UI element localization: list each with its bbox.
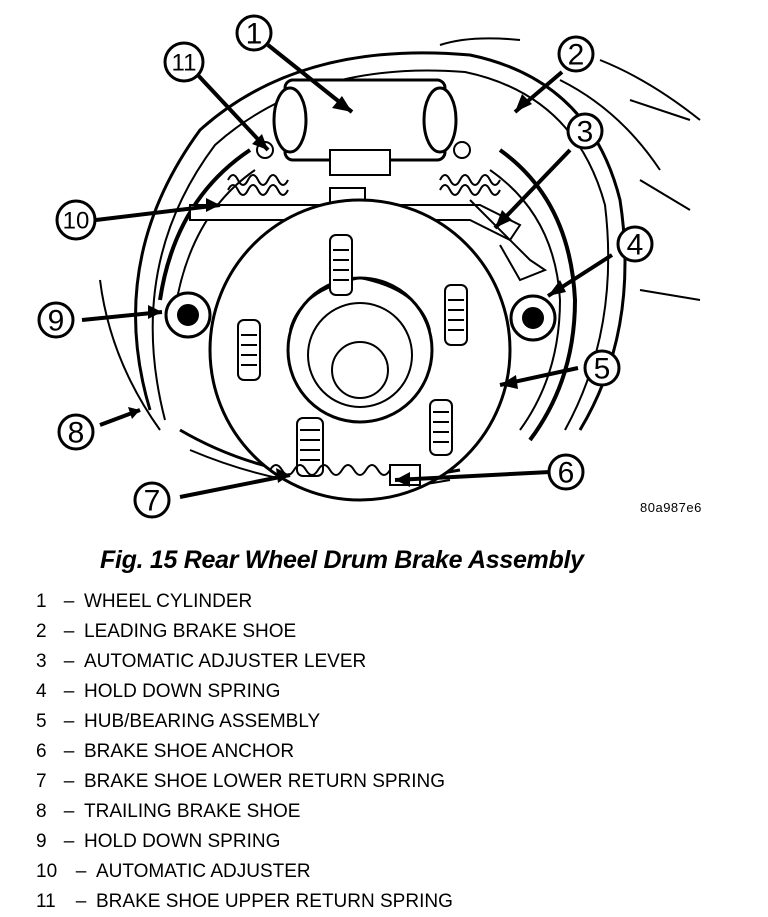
legend-number: 8 xyxy=(36,801,47,822)
legend-item: 7–BRAKE SHOE LOWER RETURN SPRING xyxy=(36,767,453,797)
legend-separator: – xyxy=(75,891,87,912)
legend-item: 3–AUTOMATIC ADJUSTER LEVER xyxy=(36,647,453,677)
legend-number: 3 xyxy=(36,651,47,672)
figure-caption: Fig. 15 Rear Wheel Drum Brake Assembly xyxy=(100,546,584,574)
legend-text: BRAKE SHOE LOWER RETURN SPRING xyxy=(84,771,446,792)
legend-separator: – xyxy=(63,591,75,612)
figure-code: 80a987e6 xyxy=(640,500,702,515)
legend-text: HOLD DOWN SPRING xyxy=(84,831,281,852)
callout-labels: 1 2 3 4 5 6 7 8 9 10 11 xyxy=(48,18,644,518)
legend-text: HUB/BEARING ASSEMBLY xyxy=(84,711,321,732)
legend-text: LEADING BRAKE SHOE xyxy=(84,621,297,642)
callout-circles xyxy=(37,14,654,519)
callout-9: 9 xyxy=(48,305,65,338)
callout-4: 4 xyxy=(627,229,644,262)
legend-number: 2 xyxy=(36,621,47,642)
legend-separator: – xyxy=(63,651,75,672)
legend-item: 6–BRAKE SHOE ANCHOR xyxy=(36,737,453,767)
callout-3: 3 xyxy=(577,116,594,149)
legend-separator: – xyxy=(63,771,75,792)
legend-item: 2–LEADING BRAKE SHOE xyxy=(36,617,453,647)
arrow-heads xyxy=(128,94,566,487)
legend-item: 4–HOLD DOWN SPRING xyxy=(36,677,453,707)
legend-item: 10–AUTOMATIC ADJUSTER xyxy=(36,857,453,887)
legend-item: 9–HOLD DOWN SPRING xyxy=(36,827,453,857)
legend-text: AUTOMATIC ADJUSTER xyxy=(96,861,311,882)
wheel-cylinder xyxy=(256,78,471,176)
legend-separator: – xyxy=(63,741,75,762)
legend-separator: – xyxy=(63,621,75,642)
drum-brake-illustration: 1 2 3 4 5 6 7 8 9 10 11 xyxy=(37,14,701,519)
parts-legend: 1–WHEEL CYLINDER 2–LEADING BRAKE SHOE 3–… xyxy=(36,587,453,917)
callout-8: 8 xyxy=(68,417,85,450)
legend-number: 11 xyxy=(36,891,56,912)
legend-separator: – xyxy=(63,681,75,702)
legend-separator: – xyxy=(63,831,75,852)
legend-number: 6 xyxy=(36,741,47,762)
legend-text: HOLD DOWN SPRING xyxy=(84,681,281,702)
legend-text: AUTOMATIC ADJUSTER LEVER xyxy=(84,651,367,672)
callout-10: 10 xyxy=(63,208,90,235)
legend-text: WHEEL CYLINDER xyxy=(84,591,253,612)
legend-item: 11–BRAKE SHOE UPPER RETURN SPRING xyxy=(36,887,453,917)
hold-down-springs xyxy=(164,291,557,342)
legend-separator: – xyxy=(63,711,75,732)
legend-number: 9 xyxy=(36,831,47,852)
legend-number: 5 xyxy=(36,711,47,732)
legend-text: TRAILING BRAKE SHOE xyxy=(84,801,301,822)
callout-5: 5 xyxy=(594,353,611,386)
legend-number: 1 xyxy=(36,591,47,612)
legend-text: BRAKE SHOE ANCHOR xyxy=(84,741,295,762)
legend-item: 5–HUB/BEARING ASSEMBLY xyxy=(36,707,453,737)
legend-number: 7 xyxy=(36,771,47,792)
backing-plate xyxy=(99,37,701,431)
upper-return-springs xyxy=(227,174,501,196)
legend-item: 8–TRAILING BRAKE SHOE xyxy=(36,797,453,827)
callout-6: 6 xyxy=(558,457,575,490)
legend-separator: – xyxy=(75,861,87,882)
legend-text: BRAKE SHOE UPPER RETURN SPRING xyxy=(96,891,453,912)
wheel-studs xyxy=(237,234,468,477)
callout-2: 2 xyxy=(568,39,585,72)
legend-item: 1–WHEEL CYLINDER xyxy=(36,587,453,617)
legend-number: 4 xyxy=(36,681,47,702)
callout-7: 7 xyxy=(144,485,161,518)
legend-separator: – xyxy=(63,801,75,822)
callout-11: 11 xyxy=(172,50,197,77)
legend-number: 10 xyxy=(36,861,58,882)
callout-1: 1 xyxy=(246,18,263,51)
